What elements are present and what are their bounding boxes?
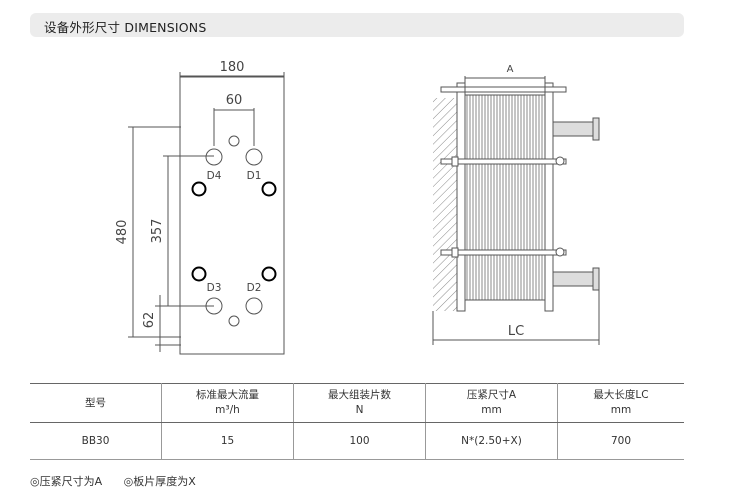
port-label-d2: D2	[247, 282, 262, 294]
dim-port-height-357: 357	[150, 219, 165, 244]
spec-table: 型号 标准最大流量 m³/h 最大组装片数 N 压紧尺寸A mm 最大长度LC …	[30, 383, 684, 460]
note-plate-thickness: ◎板片厚度为X	[123, 475, 196, 488]
guide-hole-bottom	[228, 315, 240, 327]
spec-table-header-row: 型号 标准最大流量 m³/h 最大组装片数 N 压紧尺寸A mm 最大长度LC …	[30, 383, 684, 423]
side-view	[432, 76, 600, 345]
dimension-drawings: 180 60 480 357 62 D4 D1 D3 D2 A LC	[115, 60, 600, 355]
bolt-hole-top-right	[261, 181, 277, 197]
port-d4	[205, 148, 223, 166]
port-label-d3: D3	[207, 282, 222, 294]
bolt-hole-top-left	[191, 181, 207, 197]
port-d2	[245, 297, 263, 315]
header-max-plates: 最大组装片数 N	[293, 383, 426, 423]
section-title: 设备外形尺寸 DIMENSIONS	[44, 20, 207, 35]
dim-label-lc: LC	[508, 324, 524, 339]
bolt-hole-bottom-right	[261, 266, 277, 282]
pressure-plate	[544, 82, 554, 312]
dim-port-spacing-60: 60	[226, 93, 243, 108]
header-model: 型号	[30, 383, 162, 423]
cell-max-plates: 100	[293, 422, 426, 460]
plate-outline	[179, 76, 285, 355]
header-max-flow: 标准最大流量 m³/h	[161, 383, 294, 423]
cell-max-flow: 15	[161, 422, 294, 460]
header-compression-a: 压紧尺寸A mm	[425, 383, 558, 423]
footnotes: ◎压紧尺寸为A ◎板片厚度为X	[30, 473, 214, 489]
dim-label-a: A	[507, 64, 514, 75]
section-header-bar: 设备外形尺寸 DIMENSIONS	[30, 13, 684, 37]
note-compression: ◎压紧尺寸为A	[30, 475, 103, 488]
cell-model: BB30	[30, 422, 162, 460]
dim-height-480: 480	[115, 220, 130, 245]
port-d3	[205, 297, 223, 315]
cell-max-length-lc: 700	[557, 422, 684, 460]
port-d1	[245, 148, 263, 166]
port-label-d4: D4	[207, 170, 222, 182]
dim-offset-62: 62	[142, 312, 157, 329]
bolt-hole-bottom-left	[191, 266, 207, 282]
dim-width-180: 180	[220, 60, 245, 75]
cell-compression-a: N*(2.50+X)	[425, 422, 558, 460]
table-row: BB30 15 100 N*(2.50+X) 700	[30, 422, 684, 460]
header-max-length-lc: 最大长度LC mm	[557, 383, 684, 423]
port-label-d1: D1	[247, 170, 262, 182]
fixed-wall-hatch	[433, 98, 457, 311]
guide-hole-top	[228, 135, 240, 147]
fixed-frame-plate	[456, 82, 466, 312]
